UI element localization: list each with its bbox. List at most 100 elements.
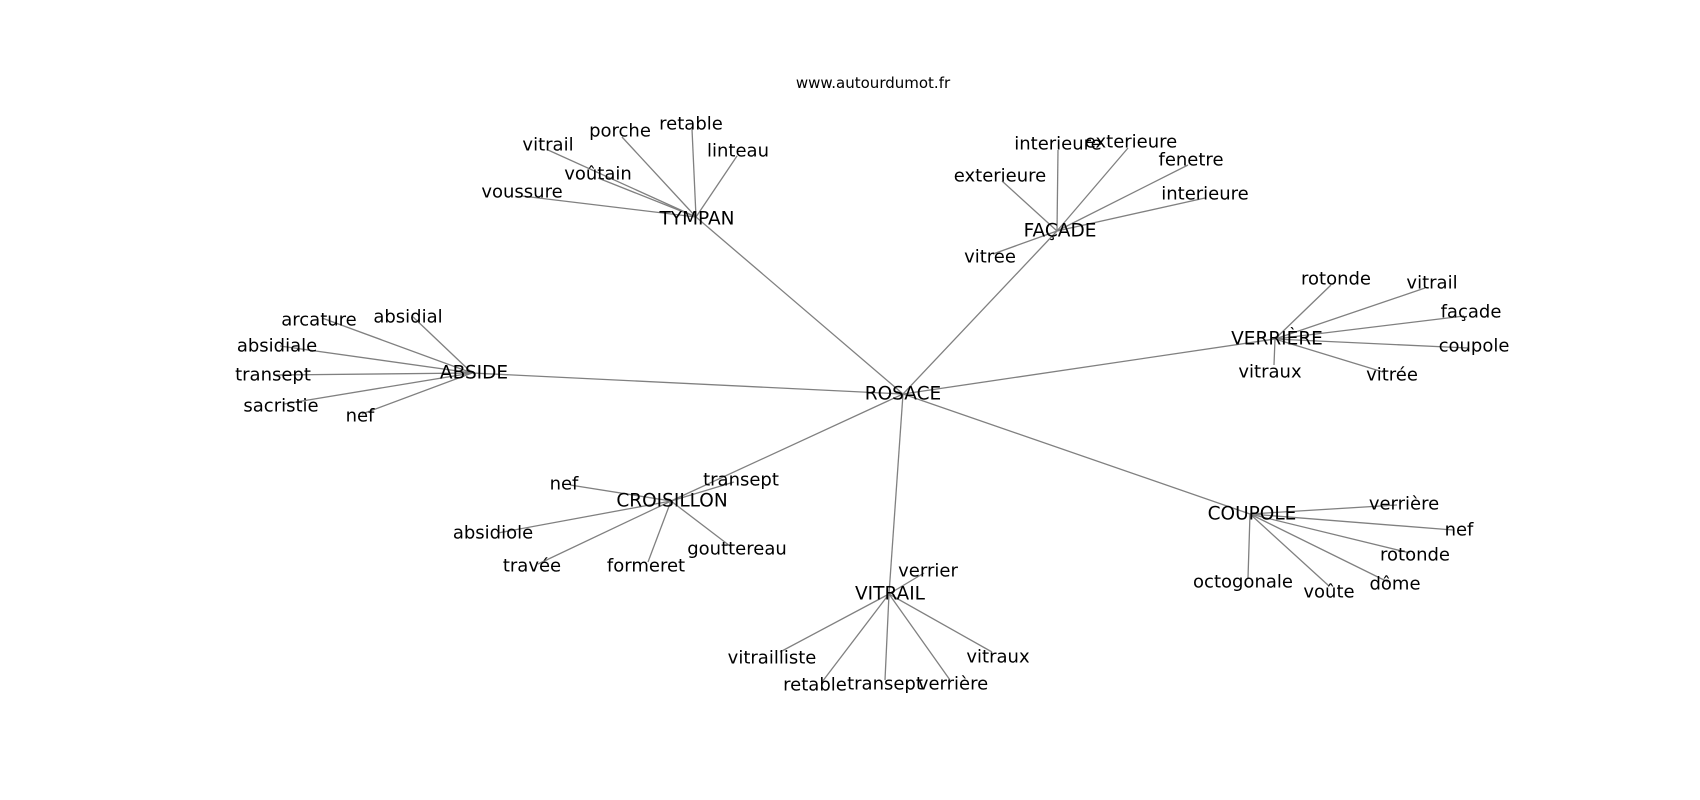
leaf-node-abside-absidial: absidial <box>373 307 442 328</box>
leaf-node-vitrail-verrier: verrier <box>898 561 958 582</box>
leaf-node-verriere-rotonde: rotonde <box>1301 269 1371 290</box>
edge-facade-interieure <box>1056 197 1206 232</box>
edge-vitrail-retable <box>821 593 890 683</box>
edge-tympan-retable <box>691 128 697 218</box>
leaf-node-vitrail-vitrailliste: vitrailliste <box>728 648 817 669</box>
edge-coupole-nef <box>1249 513 1454 531</box>
leaf-node-abside-transept: transept <box>235 365 311 386</box>
edge-coupole-octogonale <box>1247 513 1251 579</box>
leaf-node-facade-exterieure: exterieure <box>954 166 1047 187</box>
edge-facade-exterieure <box>1056 147 1129 232</box>
edge-croisillon-absidiole <box>497 500 672 534</box>
edge-tympan-porche <box>621 136 697 218</box>
leaf-node-facade-exterieure: exterieure <box>1085 132 1178 153</box>
edge-verriere-rotonde <box>1274 284 1332 340</box>
leaf-node-croisillon-absidiole: absidiole <box>453 523 533 544</box>
edge-facade-fenetre <box>1056 164 1189 232</box>
edge-vitrail-vitraux <box>888 593 993 653</box>
edge-center-croisillon <box>670 393 904 502</box>
leaf-node-verriere-coupole: coupole <box>1439 336 1510 357</box>
leaf-node-facade-interieure: interieure <box>1014 134 1102 155</box>
edge-croisillon-nef <box>569 484 672 502</box>
hub-node-verriere: VERRIÈRE <box>1231 328 1323 350</box>
edge-abside-nef <box>361 372 473 415</box>
leaf-node-facade-vitree: vitree <box>964 247 1016 268</box>
leaf-node-abside-nef: nef <box>346 406 375 427</box>
edge-tympan-voutain <box>597 177 697 218</box>
edge-coupole-dome <box>1249 513 1389 583</box>
edge-croisillon-travee <box>537 500 672 565</box>
leaf-node-tympan-voussure: voussure <box>481 182 562 203</box>
leaf-node-coupole-nef: nef <box>1445 520 1474 541</box>
edge-tympan-voussure <box>521 195 697 218</box>
leaf-node-verriere-vitree: vitrée <box>1366 365 1418 386</box>
edge-facade-vitree <box>992 230 1058 255</box>
leaf-node-tympan-voutain: voûtain <box>564 164 632 185</box>
edge-abside-arcature <box>321 317 473 374</box>
site-watermark: www.autourdumot.fr <box>796 74 951 92</box>
edge-croisillon-transept <box>670 481 735 502</box>
edge-vitrail-verriere <box>888 593 951 681</box>
edge-center-facade <box>902 230 1058 395</box>
edge-croisillon-gouttereau <box>670 500 731 547</box>
leaf-node-coupole-dome: dôme <box>1369 574 1420 595</box>
leaf-node-vitrail-vitraux: vitraux <box>966 647 1030 668</box>
leaf-node-croisillon-formeret: formeret <box>607 556 685 577</box>
edge-coupole-voute <box>1249 513 1330 587</box>
leaf-node-facade-fenetre: fenetre <box>1158 150 1223 171</box>
leaf-node-facade-interieure: interieure <box>1161 184 1249 205</box>
edge-tympan-linteau <box>695 155 738 218</box>
leaf-node-croisillon-transept: transept <box>703 470 779 491</box>
leaf-node-coupole-octogonale: octogonale <box>1193 572 1293 593</box>
leaf-node-croisillon-travee: travée <box>503 556 561 577</box>
leaf-node-abside-sacristie: sacristie <box>243 396 318 417</box>
edge-verriere-facade <box>1274 315 1465 340</box>
edge-abside-absidiale <box>279 345 473 374</box>
edge-center-abside <box>471 372 904 395</box>
hub-node-vitrail: VITRAIL <box>855 584 926 605</box>
edge-verriere-vitraux <box>1273 338 1276 366</box>
edge-center-tympan <box>695 216 904 395</box>
leaf-node-tympan-porche: porche <box>589 121 651 142</box>
edge-center-verriere <box>902 338 1276 395</box>
edge-coupole-rotonde <box>1249 513 1411 554</box>
edge-abside-absidial <box>411 315 473 374</box>
leaf-node-abside-arcature: arcature <box>281 310 357 331</box>
edge-coupole-verriere <box>1249 504 1398 515</box>
hub-node-abside: ABSIDE <box>440 363 508 384</box>
edge-vitrail-vitrailliste <box>779 593 890 653</box>
leaf-node-croisillon-gouttereau: gouttereau <box>687 539 787 560</box>
edge-verriere-vitrail <box>1274 287 1426 340</box>
leaf-node-tympan-retable: retable <box>659 114 723 135</box>
leaf-node-coupole-voute: voûte <box>1303 582 1354 603</box>
leaf-node-vitrail-transept: transept <box>847 674 923 695</box>
hub-node-facade: FAÇADE <box>1024 221 1097 242</box>
edge-verriere-coupole <box>1274 338 1469 349</box>
edge-croisillon-formeret <box>647 500 672 563</box>
leaf-node-vitrail-verriere: verrière <box>918 674 988 695</box>
leaf-node-abside-absidiale: absidiale <box>237 336 317 357</box>
leaf-node-verriere-vitrail: vitrail <box>1406 273 1457 294</box>
edge-tympan-vitrail <box>547 149 697 218</box>
edge-abside-transept <box>275 372 473 376</box>
leaf-node-coupole-verriere: verrière <box>1369 494 1439 515</box>
edge-facade-interieure <box>1056 149 1059 232</box>
center-node-label: ROSACE <box>865 384 941 405</box>
edge-vitrail-transept <box>884 593 890 681</box>
edges-layer <box>275 128 1469 683</box>
edge-abside-sacristie <box>283 372 473 405</box>
hub-node-tympan: TYMPAN <box>658 209 734 230</box>
leaf-node-verriere-facade: façade <box>1441 302 1502 323</box>
edge-facade-exterieure <box>1001 180 1058 232</box>
leaf-node-tympan-vitrail: vitrail <box>522 135 573 156</box>
edge-center-coupole <box>902 393 1251 515</box>
leaf-node-coupole-rotonde: rotonde <box>1380 545 1450 566</box>
hub-node-croisillon: CROISILLON <box>616 491 727 512</box>
edge-verriere-vitree <box>1274 338 1384 373</box>
edge-vitrail-verrier <box>888 572 925 595</box>
leaf-node-croisillon-nef: nef <box>550 474 579 495</box>
hub-node-coupole: COUPOLE <box>1208 504 1297 525</box>
edge-center-vitrail <box>888 393 904 595</box>
